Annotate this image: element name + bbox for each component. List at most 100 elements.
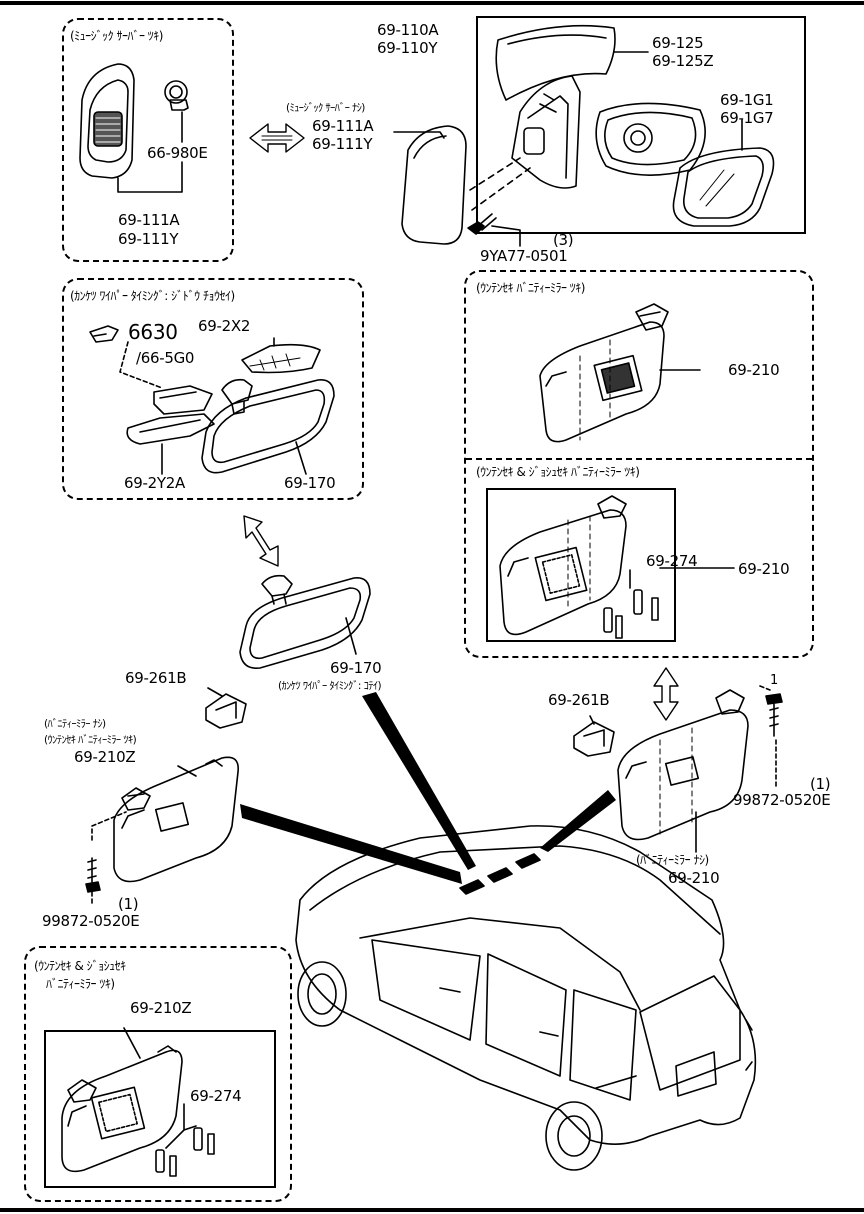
label-66-980E: 66-980E (147, 144, 208, 162)
label-music-server-none: (ﾐｭｰｼﾞｯｸ ｻｰﾊﾞｰ ﾅｼ) (286, 102, 365, 114)
label-69-210Z-b: 69-210Z (130, 999, 192, 1017)
mirror-glass-69-1G1 (672, 147, 775, 227)
sunvisor-69-210Z-a (113, 756, 239, 883)
label-69-261B-right: 69-261B (548, 691, 610, 709)
lamp-69-274-a (603, 589, 659, 639)
pointer-wedge-left (240, 804, 462, 884)
group-box-both-vanity-inner (486, 488, 676, 642)
double-arrow-music (249, 123, 305, 153)
label-69-210-b: 69-210 (738, 560, 790, 578)
leader-69-210Z-a (177, 765, 197, 777)
label-both-vanity-bottom-2: ﾊﾞﾆﾃｨｰﾐﾗｰ ﾂｷ) (46, 977, 115, 991)
label-69-111A-a: 69-111A (118, 211, 180, 229)
inside-mirror-auto (201, 379, 335, 474)
label-driver-vanity-left: (ｳﾝﾃﾝｾｷ ﾊﾞﾆﾃｨｰﾐﾗｰ ﾂｷ) (44, 734, 137, 746)
vehicle-body (295, 825, 757, 1171)
group-box-music-server (62, 18, 234, 262)
leader-music (117, 111, 183, 193)
mirror-body (511, 75, 581, 189)
install-dash-mirror (469, 157, 531, 211)
holder-69-261B-left (205, 693, 247, 729)
leader-69-261B-l (207, 687, 223, 697)
label-99872-0520E-right: 99872-0520E (733, 791, 831, 809)
sunvisor-69-210-a (539, 303, 669, 443)
label-69-274-a: 69-274 (646, 552, 698, 570)
label-69-210-c: 69-210 (668, 869, 720, 887)
screw-99872-left (85, 857, 101, 893)
label-69-111Y-b: 69-111Y (312, 135, 373, 153)
label-69-111Y-a: 69-111Y (118, 230, 179, 248)
label-driver-vanity-title: (ｳﾝﾃﾝｾｷ ﾊﾞﾆﾃｨｰﾐﾗｰ ﾂｷ) (476, 281, 586, 295)
group-box-wiper-timing (62, 278, 364, 500)
roof-console-marks (459, 853, 541, 895)
label-music-server-title: (ﾐｭｰｼﾞｯｸ ｻｰﾊﾞｰ ﾂｷ) (70, 29, 164, 43)
cover-69-2X2 (241, 343, 321, 374)
lamp-69-274-b (155, 1127, 215, 1177)
label-69-2Y2A: 69-2Y2A (124, 474, 185, 492)
label-69-170-b: 69-170 (330, 659, 382, 677)
leader-6630 (119, 341, 163, 389)
label-wiper-fixed: (ｶﾝｹﾂ ﾜｲﾊﾟｰ ﾀｲﾐﾝｸﾞ: ｺﾃｲ) (278, 680, 382, 692)
label-69-125Z: 69-125Z (652, 52, 714, 70)
label-9YA77-0501: 9YA77-0501 (480, 247, 568, 265)
label-69-125: 69-125 (652, 34, 704, 52)
leader-69-170-b (345, 617, 357, 655)
label-69-1G1: 69-1G1 (720, 91, 774, 109)
label-69-210Z-a: 69-210Z (74, 748, 136, 766)
label-both-vanity-title: (ｳﾝﾃﾝｾｷ & ｼﾞｮｼｭｾｷ ﾊﾞﾆﾃｨｰﾐﾗｰ ﾂｷ) (476, 465, 640, 479)
leader-69-274-b (165, 1103, 197, 1149)
label-6630: 6630 (128, 320, 178, 344)
leader-69-210Z-b (123, 1027, 141, 1059)
sunvisor-69-210Z-b (61, 1045, 183, 1173)
label-66-5G0: /66-5G0 (136, 349, 195, 367)
sunvisor-69-210-c (617, 689, 749, 841)
label-69-170-a: 69-170 (284, 474, 336, 492)
holder-69-261B-right (573, 721, 615, 757)
screw-99872-right (765, 693, 783, 737)
label-both-vanity-bottom-1: (ｳﾝﾃﾝｾｷ & ｼﾞｮｼｭｾｷ (34, 959, 126, 973)
group-box-divider (466, 458, 812, 460)
double-arrow-wiper (243, 515, 279, 567)
label-vanity-none-left: (ﾊﾞﾆﾃｨｰﾐﾗｰ ﾅｼ) (44, 718, 106, 730)
leader-69-111 (393, 131, 445, 139)
group-box-outside-mirror (476, 16, 806, 234)
label-69-110A: 69-110A (377, 21, 439, 39)
bulb-66-980E (164, 80, 189, 111)
label-69-261B-left: 69-261B (125, 669, 187, 687)
sensor-module (153, 385, 213, 415)
rain-sensor-6630 (89, 325, 119, 343)
label-69-1G7: 69-1G7 (720, 109, 774, 127)
label-qty-3: (3) (553, 231, 574, 249)
cover-69-2Y2A (126, 413, 215, 445)
leader-69-261B-r (589, 715, 595, 725)
label-item-mark: 1 (770, 673, 778, 688)
double-arrow-right (653, 667, 679, 721)
leader-screw-l (91, 811, 127, 905)
label-69-2X2: 69-2X2 (198, 317, 251, 335)
mirror-cover-69-125 (495, 24, 616, 101)
map-lamp-with-music-server (79, 63, 135, 179)
group-box-driver-vanity (464, 270, 814, 658)
label-99872-0520E-left: 99872-0520E (42, 912, 140, 930)
label-69-274-b: 69-274 (190, 1087, 242, 1105)
inside-mirror-fixed (239, 574, 371, 669)
label-69-111A-b: 69-111A (312, 117, 374, 135)
sunvisor-with-lamps-right (499, 495, 627, 636)
label-qty-1-right: (1) (810, 775, 831, 793)
leader-screw-r (759, 685, 777, 789)
pointer-wedge-center (362, 692, 476, 870)
label-wiper-auto-title: (ｶﾝｹﾂ ﾜｲﾊﾟｰ ﾀｲﾐﾝｸﾞ: ｼﾞﾄﾞｳ ﾁｮｳｾｲ) (70, 289, 235, 303)
mount-button (221, 378, 253, 415)
map-lamp-without-music-server (401, 125, 467, 245)
leader-69-274-a (629, 567, 735, 589)
group-box-both-vanity-bottom-inner (44, 1030, 276, 1188)
label-vanity-none-right: (ﾊﾞﾆﾃｨｰﾐﾗｰ ﾅｼ) (636, 853, 709, 867)
label-69-210-a: 69-210 (728, 361, 780, 379)
label-qty-1-left: (1) (118, 895, 139, 913)
pointer-wedge-right (540, 790, 616, 852)
leader-9YA77 (491, 225, 521, 247)
label-69-110Y: 69-110Y (377, 39, 438, 57)
leader-69-170-a (295, 441, 307, 475)
group-box-both-vanity-bottom (24, 946, 292, 1202)
